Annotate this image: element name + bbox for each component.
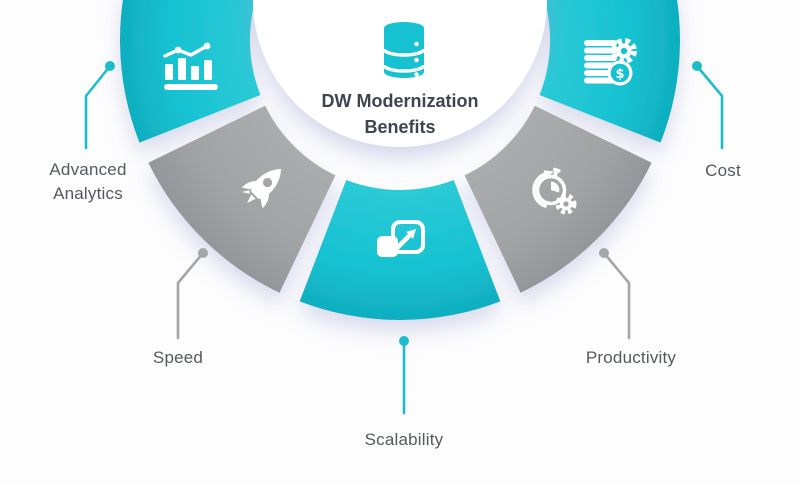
coin-disc (584, 62, 617, 69)
coin-disc (584, 47, 617, 54)
db-separator (382, 64, 426, 73)
db-separator (382, 48, 426, 57)
connector-dot (105, 61, 115, 71)
coins-gear-icon: $ (584, 38, 637, 86)
label-scalability: Scalability (364, 430, 444, 449)
connector-speed (176, 248, 208, 340)
coin-disc (584, 77, 617, 84)
segment-icons: $ (163, 38, 637, 258)
connector-advanced-analytics (84, 61, 115, 150)
db-dot (414, 41, 419, 47)
stopwatch-gear-icon (532, 167, 577, 215)
connector-dot (692, 61, 702, 71)
connector-cost (692, 61, 724, 150)
database-icon (382, 22, 426, 78)
connector-scalability (399, 336, 409, 415)
small-gear (555, 193, 577, 215)
connector-dot (599, 248, 609, 258)
center-title: DW Modernization Benefits (321, 91, 479, 137)
bar-chart-icon (163, 42, 218, 90)
label-speed: Speed (152, 348, 204, 367)
connector-dot (198, 248, 208, 258)
db-dot (414, 72, 419, 77)
db-dot (414, 57, 419, 63)
label-advanced-analytics: Advanced Analytics (49, 160, 127, 203)
connectors (84, 61, 724, 415)
connector-dot (399, 336, 409, 346)
coin-disc (584, 55, 617, 61)
label-cost: Cost (705, 161, 741, 180)
small-gear (611, 38, 637, 64)
label-productivity: Productivity (585, 348, 677, 367)
connector-productivity (599, 248, 631, 340)
speed-segment (148, 105, 336, 293)
dollar-sign: $ (615, 67, 624, 82)
coin-disc (584, 40, 617, 46)
expand-icon (377, 220, 425, 258)
advanced-analytics-segment (120, 0, 261, 143)
dollar-coin: $ (607, 60, 633, 86)
